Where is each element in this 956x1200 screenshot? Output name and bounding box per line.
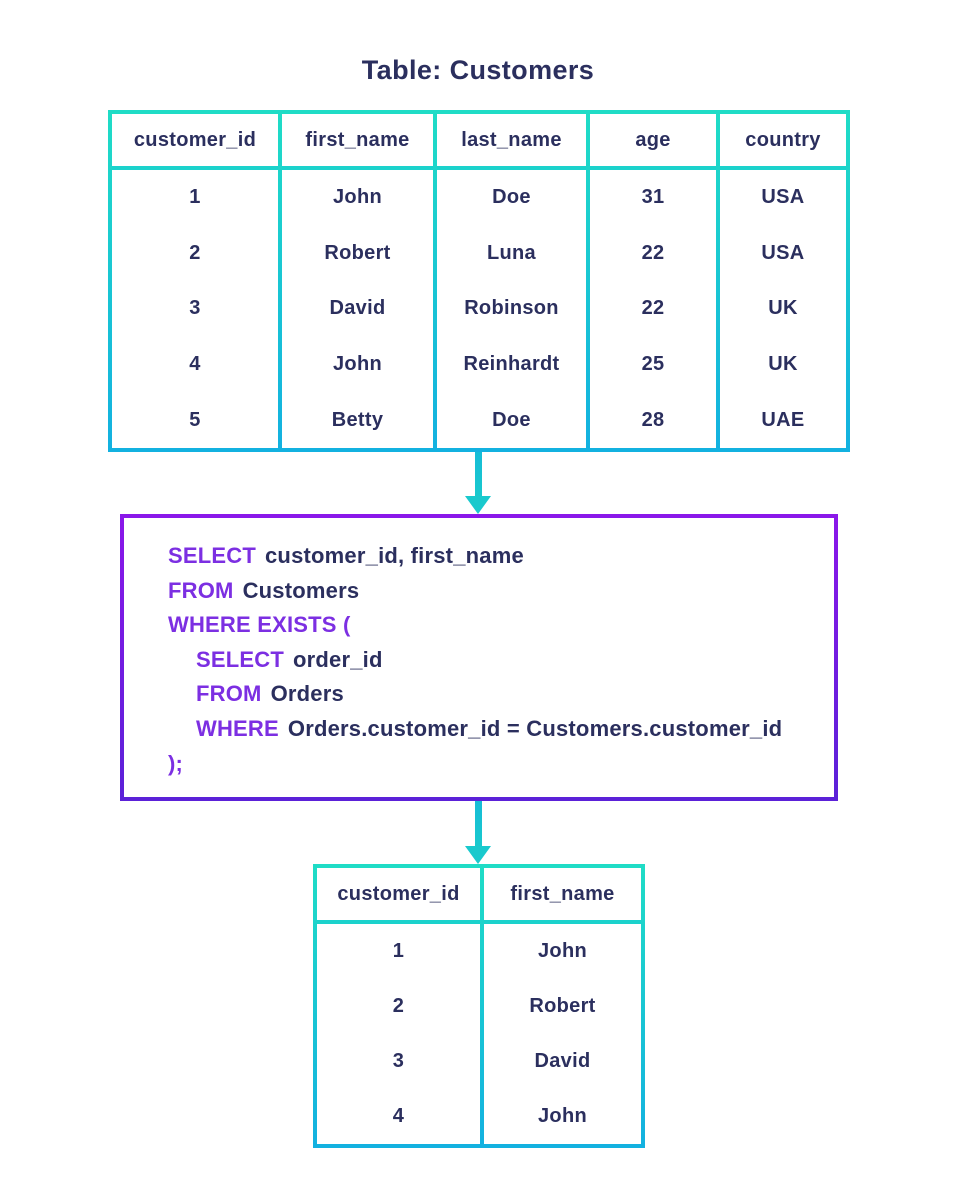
table-cell: 1: [392, 940, 405, 962]
sql-line: );: [168, 747, 824, 782]
table-cell: 4: [392, 1105, 405, 1127]
sql-keyword: SELECT: [168, 543, 256, 568]
sql-keyword: WHERE EXISTS (: [168, 612, 351, 638]
table-cell: Doe: [492, 408, 531, 431]
customers-column-age: age 31 22 22 25 28: [590, 114, 720, 448]
sql-line: SELECT order_id: [168, 643, 824, 678]
arrow-shaft: [474, 801, 482, 846]
sql-code-text: Orders.customer_id = Customers.customer_…: [287, 715, 783, 741]
table-cell: David: [534, 1050, 591, 1072]
table-cell: John: [538, 940, 587, 962]
sql-keyword: );: [168, 750, 184, 776]
table-cell: Reinhardt: [463, 353, 560, 376]
column-header: customer_id: [317, 868, 480, 924]
table-cell: UK: [768, 297, 798, 320]
table-cell: 25: [641, 353, 665, 376]
sql-line: FROM Customers: [168, 574, 824, 609]
table-cell: Robert: [529, 995, 596, 1017]
table-cell: John: [538, 1105, 587, 1127]
table-cell: Robinson: [464, 297, 559, 320]
column-header: customer_id: [112, 114, 278, 170]
column-header: country: [720, 114, 846, 170]
sql-line: WHERE EXISTS (: [168, 608, 824, 643]
table-cell: Betty: [331, 408, 384, 431]
customers-column-customer-id: customer_id 1 2 3 4 5: [112, 114, 282, 448]
sql-keyword: FROM: [196, 681, 262, 707]
result-table: customer_id 1 2 3 4 first_name John Robe…: [313, 864, 645, 1148]
table-cell: 31: [641, 186, 665, 209]
sql-code-text: customer_id, first_name: [265, 543, 524, 568]
table-cell: 1: [189, 186, 201, 209]
flow-arrow-down-1: [465, 452, 491, 514]
table-cell: USA: [761, 241, 805, 264]
sql-line: SELECT customer_id, first_name: [168, 539, 824, 574]
table-cell: 2: [189, 241, 201, 264]
table-cell: David: [329, 297, 386, 320]
diagram-title: Table: Customers: [361, 55, 595, 85]
table-cell: 3: [392, 1050, 405, 1072]
table-cell: 4: [189, 353, 201, 376]
sql-code-text: order_id: [293, 646, 383, 672]
sql-code-text: Orders: [270, 681, 344, 707]
table-cell: Luna: [487, 241, 536, 264]
sql-query-box: SELECT customer_id, first_name FROM Custom…: [120, 514, 838, 801]
table-cell: USA: [761, 186, 805, 209]
column-header: first_name: [282, 114, 433, 170]
table-cell: John: [333, 353, 382, 376]
sql-keyword: WHERE: [196, 715, 279, 741]
column-header: last_name: [437, 114, 586, 170]
result-column-first-name: first_name John Robert David John: [484, 868, 641, 1144]
table-cell: Doe: [492, 186, 531, 209]
column-header: first_name: [484, 868, 641, 924]
sql-line: WHERE Orders.customer_id = Customers.cust…: [168, 712, 824, 747]
customers-column-country: country USA USA UK UK UAE: [720, 114, 846, 448]
table-cell: 22: [641, 241, 665, 264]
arrow-head-icon: [465, 496, 491, 514]
customers-table: customer_id 1 2 3 4 5 first_name John Ro…: [108, 110, 850, 452]
table-cell: 3: [189, 297, 201, 320]
column-header: age: [590, 114, 716, 170]
sql-line: FROM Orders: [168, 677, 824, 712]
table-cell: John: [333, 186, 382, 209]
table-cell: 22: [641, 297, 665, 320]
table-cell: UK: [768, 353, 798, 376]
table-cell: 28: [641, 408, 665, 431]
table-cell: Robert: [324, 241, 391, 264]
table-cell: 2: [392, 995, 405, 1017]
sql-keyword: SELECT: [196, 646, 284, 672]
result-column-customer-id: customer_id 1 2 3 4: [317, 868, 484, 1144]
sql-code-text: Customers: [242, 577, 360, 603]
customers-column-last-name: last_name Doe Luna Robinson Reinhardt Do…: [437, 114, 590, 448]
flow-arrow-down-2: [465, 801, 491, 864]
customers-column-first-name: first_name John Robert David John Betty: [282, 114, 437, 448]
sql-keyword: FROM: [168, 577, 234, 603]
table-cell: UAE: [761, 408, 805, 431]
arrow-shaft: [474, 452, 482, 496]
table-cell: 5: [189, 408, 201, 431]
arrow-head-icon: [465, 846, 491, 864]
